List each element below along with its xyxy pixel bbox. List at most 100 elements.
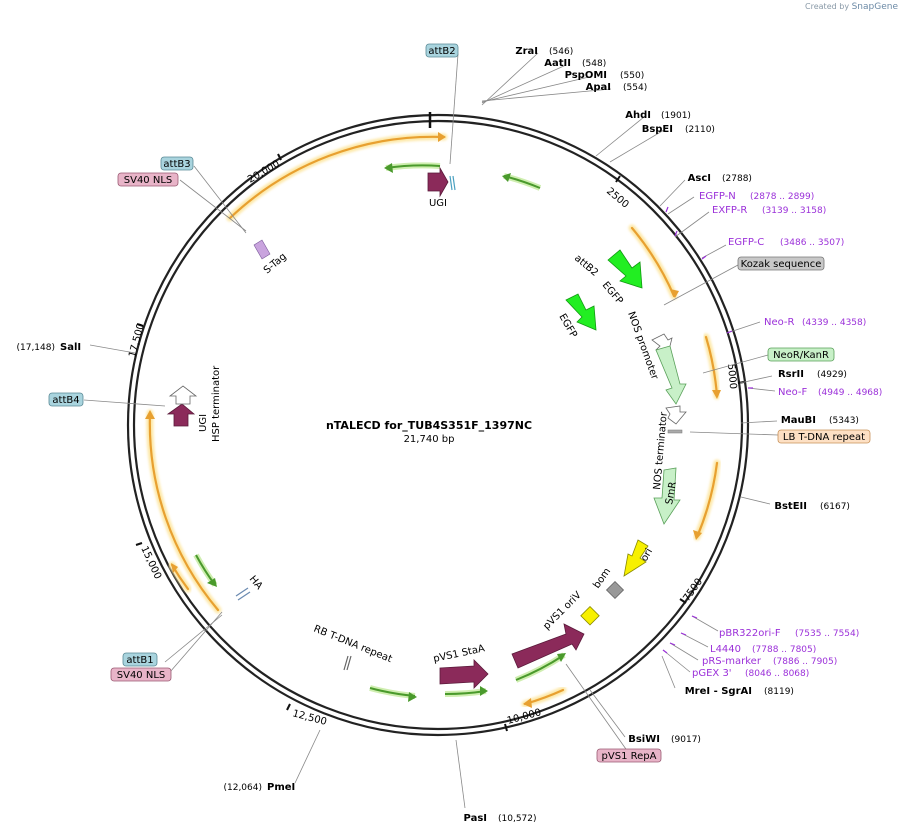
plasmid-length: 21,740 bp bbox=[404, 434, 455, 445]
box-attb2[interactable] bbox=[425, 43, 459, 58]
hsp-terminator-arrow bbox=[168, 385, 198, 405]
label-attb1: attB1 bbox=[126, 655, 153, 666]
boxed-labels: attB2 attB3 SV40 NLS attB4 attB1 SV40 NL… bbox=[48, 43, 871, 763]
created-by-text: Created by bbox=[805, 2, 850, 11]
enzyme-bsiwi-pos: (9017) bbox=[671, 735, 701, 745]
primer-labels: EGFP-N (2878 .. 2899) EXFP-R (3139 .. 31… bbox=[692, 191, 882, 679]
label-egfp-1[interactable]: EGFP bbox=[600, 280, 625, 307]
box-attb4[interactable] bbox=[48, 392, 84, 407]
label-smr[interactable]: SmR bbox=[664, 481, 679, 506]
pvs1-staa-arrow bbox=[439, 659, 489, 689]
primer-prs-marker[interactable]: pRS-marker bbox=[702, 656, 762, 667]
label-rb-tdna[interactable]: RB T-DNA repeat bbox=[312, 624, 394, 666]
enzyme-bspei[interactable]: BspEI bbox=[642, 124, 673, 135]
primer-egfp-c-pos: (3486 .. 3507) bbox=[780, 238, 844, 248]
pvs1-repa-arrow bbox=[511, 623, 585, 669]
box-neor-kanr[interactable] bbox=[767, 347, 835, 362]
primer-exfp-r-pos: (3139 .. 3158) bbox=[762, 206, 826, 216]
primer-egfp-c[interactable]: EGFP-C bbox=[728, 237, 764, 248]
label-nos-promoter[interactable]: NOS promoter bbox=[625, 310, 660, 382]
enzyme-zrai-pos: (546) bbox=[549, 47, 573, 57]
ori-arrow bbox=[623, 539, 649, 577]
primer-exfp-r[interactable]: EXFP-R bbox=[712, 205, 747, 216]
snapgene-brand: SnapGene bbox=[851, 2, 898, 12]
primer-neo-f[interactable]: Neo-F bbox=[778, 387, 808, 398]
label-pvs1-repa: pVS1 RepA bbox=[602, 751, 657, 762]
label-kozak: Kozak sequence bbox=[741, 259, 822, 270]
enzyme-pasi[interactable]: PasI bbox=[464, 813, 487, 824]
inner-shapes bbox=[166, 166, 687, 689]
tick-10000: 10,000 bbox=[506, 707, 543, 727]
box-attb3[interactable] bbox=[160, 156, 194, 171]
enzyme-apai[interactable]: ApaI bbox=[586, 82, 611, 93]
primer-pgex3[interactable]: pGEX 3' bbox=[692, 668, 732, 679]
enzyme-pmei-pos: (12,064) bbox=[223, 783, 262, 793]
primer-l4440[interactable]: L4440 bbox=[710, 644, 741, 655]
enzyme-bsiwi[interactable]: BsiWI bbox=[628, 734, 660, 745]
label-attb3: attB3 bbox=[163, 159, 190, 170]
enzyme-rsrii-pos: (4929) bbox=[817, 370, 847, 380]
enzyme-mrei-sgrai-pos: (8119) bbox=[764, 687, 794, 697]
label-lb-tdna: LB T-DNA repeat bbox=[783, 432, 865, 443]
enzyme-aatii[interactable]: AatII bbox=[544, 58, 571, 69]
box-pvs1-repa[interactable] bbox=[596, 748, 662, 763]
box-sv40-nls-bottom[interactable] bbox=[110, 667, 172, 682]
label-pvs1-staa[interactable]: pVS1 StaA bbox=[432, 643, 486, 665]
enzyme-aatii-pos: (548) bbox=[582, 59, 606, 69]
green-arrowheads bbox=[207, 163, 566, 702]
enzyme-bsteii[interactable]: BstEII bbox=[774, 501, 807, 512]
enzyme-maubi[interactable]: MauBI bbox=[781, 415, 816, 426]
label-attb2-inner[interactable]: attB2 bbox=[572, 253, 600, 279]
enzyme-asci[interactable]: AscI bbox=[688, 173, 711, 184]
box-sv40-nls-top[interactable] bbox=[117, 172, 179, 187]
enzyme-zrai[interactable]: ZraI bbox=[515, 46, 538, 57]
enzyme-sali[interactable]: SalI bbox=[60, 342, 81, 353]
enzyme-ahdi[interactable]: AhdI bbox=[625, 110, 651, 121]
ugi-arrow-top bbox=[427, 166, 449, 198]
pvs1-oriv-box bbox=[580, 605, 600, 626]
egfp-arrow-1 bbox=[607, 249, 643, 289]
snapgene-credit: Created by SnapGene bbox=[805, 2, 898, 12]
enzyme-pmei[interactable]: PmeI bbox=[267, 782, 295, 793]
primer-neo-r-pos: (4339 .. 4358) bbox=[802, 318, 866, 328]
box-kozak[interactable] bbox=[737, 256, 825, 271]
label-ugi-left[interactable]: UGI bbox=[198, 414, 209, 432]
primer-pbr322ori-f[interactable]: pBR322ori-F bbox=[719, 628, 781, 639]
enzyme-labels: ZraI (546) AatII (548) PspOMI (550) ApaI… bbox=[16, 46, 858, 824]
label-ha[interactable]: HA bbox=[247, 574, 265, 592]
label-egfp-2[interactable]: EGFP bbox=[556, 312, 578, 340]
tick-17500: 17,500 bbox=[127, 322, 147, 359]
plasmid-name: nTALECD for_TUB4S351F_1397NC bbox=[326, 419, 532, 432]
enzyme-mrei-sgrai[interactable]: MreI - SgrAI bbox=[685, 686, 752, 697]
label-sv40-nls-top: SV40 NLS bbox=[124, 175, 173, 186]
smr-arrow bbox=[653, 467, 681, 525]
stag-mark bbox=[253, 239, 271, 260]
label-hsp-terminator[interactable]: HSP terminator bbox=[211, 365, 222, 442]
backbone-outer bbox=[126, 113, 750, 737]
neor-arrow bbox=[655, 345, 687, 405]
primer-pbr322ori-f-pos: (7535 .. 7554) bbox=[795, 629, 859, 639]
enzyme-ahdi-pos: (1901) bbox=[661, 111, 691, 121]
enzyme-psppomi[interactable]: PspOMI bbox=[565, 70, 607, 81]
label-ugi-top[interactable]: UGI bbox=[429, 198, 447, 209]
primer-l4440-pos: (7788 .. 7805) bbox=[752, 645, 816, 655]
leader-lines bbox=[83, 52, 779, 809]
primer-egfp-n[interactable]: EGFP-N bbox=[699, 191, 736, 202]
egfp-arrow-2 bbox=[565, 293, 597, 331]
tick-12500: 12,500 bbox=[291, 708, 328, 728]
primer-neo-r[interactable]: Neo-R bbox=[764, 317, 795, 328]
enzyme-asci-pos: (2788) bbox=[722, 174, 752, 184]
label-pvs1-oriv[interactable]: pVS1 oriV bbox=[541, 590, 583, 632]
label-attb2-top: attB2 bbox=[428, 46, 455, 57]
primer-neo-f-pos: (4949 .. 4968) bbox=[818, 388, 882, 398]
enzyme-psppomi-pos: (550) bbox=[620, 71, 644, 81]
box-lb-tdna[interactable] bbox=[777, 429, 871, 444]
primer-prs-marker-pos: (7886 .. 7905) bbox=[773, 657, 837, 667]
primer-pgex3-pos: (8046 .. 8068) bbox=[745, 669, 809, 679]
label-neor-kanr: NeoR/KanR bbox=[773, 350, 829, 361]
box-attb1[interactable] bbox=[122, 652, 158, 667]
enzyme-rsrii[interactable]: RsrII bbox=[778, 369, 804, 380]
tick-2500: 2500 bbox=[604, 186, 631, 211]
enzyme-sali-pos: (17,148) bbox=[16, 343, 55, 353]
